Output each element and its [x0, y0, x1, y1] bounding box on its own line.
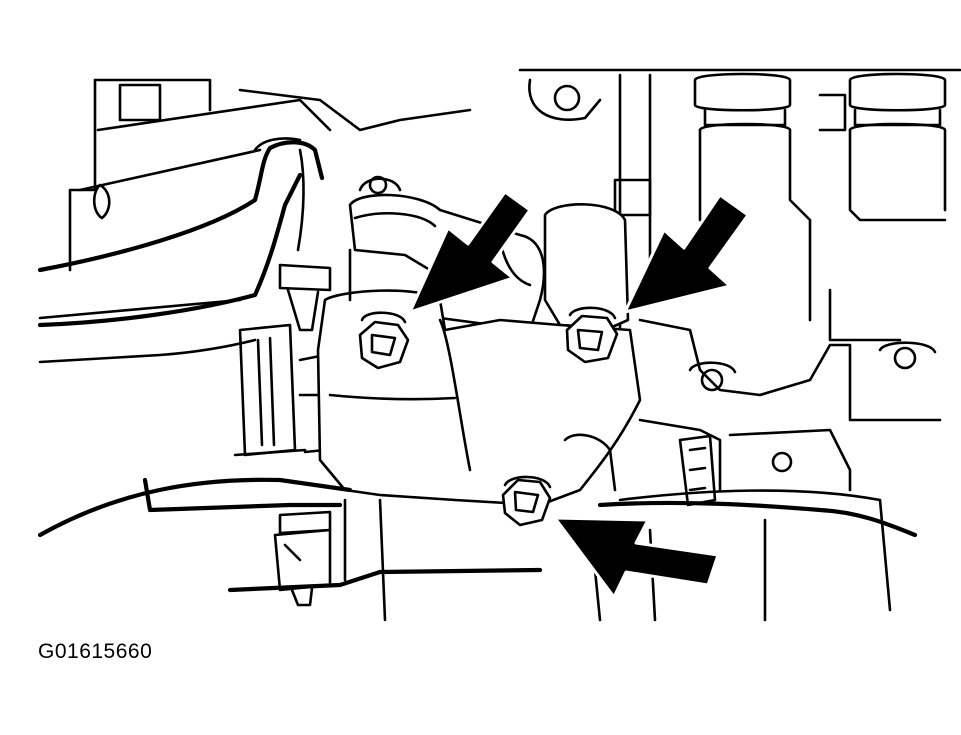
bottom-bolt	[501, 475, 552, 527]
coolant-hose-lower	[37, 477, 918, 622]
engine-component-line-drawing	[37, 68, 961, 622]
right-bolt	[565, 306, 619, 364]
arrow-right-bolt	[623, 193, 750, 314]
arrow-left-bolt	[408, 190, 532, 314]
arrow-bottom-bolt	[553, 516, 720, 599]
coolant-hose-upper	[37, 137, 325, 364]
hose-clamp-lower	[273, 510, 332, 607]
left-bolt	[358, 311, 410, 370]
mounting-bracket-right	[638, 318, 942, 507]
hose-clamp-left	[233, 263, 332, 457]
injector-stacks	[693, 72, 947, 370]
figure-id-label: G01615660	[38, 640, 153, 663]
